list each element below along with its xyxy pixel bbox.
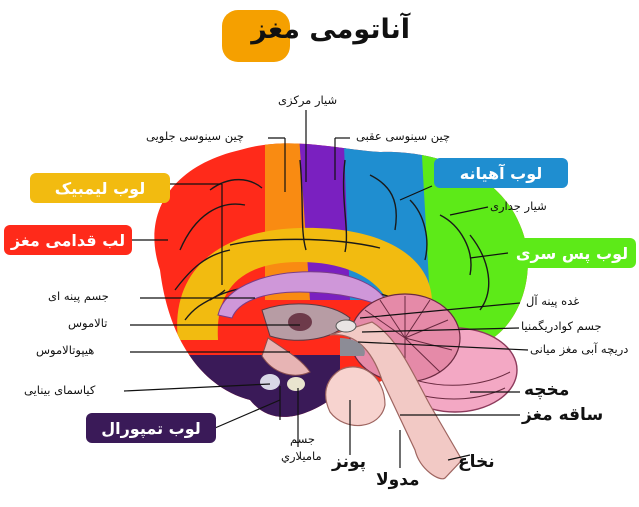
- page-title: آناتومی مغز: [251, 14, 410, 45]
- brainstem-shape: [329, 321, 463, 480]
- box-limbic: لوب لیمبیک: [30, 173, 170, 203]
- box-temporal: لوب تمپورال: [86, 413, 216, 443]
- box-occipital: لوب پس سری: [508, 238, 636, 268]
- box-frontal: لب قدامی مغز: [4, 225, 132, 255]
- label-central-sulcus: شیار مرکزی: [278, 93, 338, 107]
- optic-chiasm-shape: [260, 374, 280, 390]
- label-thalamus: تالاموس: [68, 316, 108, 330]
- label-mammillary-2: ماميلاري: [281, 449, 322, 463]
- title-area: آناتومی مغز: [0, 4, 639, 64]
- label-parietal-sulcus: شیار جداری: [490, 199, 547, 213]
- label-pineal: غده پینه آل: [526, 294, 580, 308]
- label-aqueduct: دریچه آبی مغز میانی: [530, 342, 629, 356]
- gyri-lines: [174, 159, 490, 321]
- box-parietal: لوب آهیانه: [434, 158, 568, 188]
- mammillary-body-shape: [287, 377, 305, 391]
- leader-lines: [123, 110, 529, 468]
- label-cingulate-posterior: چین سینوسی عقبی: [356, 129, 451, 143]
- title-highlight: [222, 10, 290, 62]
- label-optic-chiasm: کیاسمای بینایی: [24, 383, 96, 397]
- label-hypothalamus: هیپوتالاموس: [36, 343, 95, 357]
- label-medulla: مدولا: [376, 470, 420, 490]
- thalamus-nucleus: [288, 313, 312, 331]
- label-corpus-callosum: جسم پینه ای: [48, 289, 109, 303]
- label-spinal-cord: نخاع: [458, 452, 495, 472]
- label-pons: پونز: [332, 452, 366, 472]
- label-quadrigemina: جسم کوادریگمنیا: [521, 319, 602, 333]
- hypothalamus-shape: [261, 337, 311, 376]
- pineal-shape: [335, 319, 357, 333]
- label-mammillary-1: جسم: [290, 432, 316, 446]
- pons-shape: [325, 366, 386, 426]
- cerebellum-folia: [364, 296, 511, 400]
- label-cerebellum: مخچه: [524, 380, 570, 400]
- limbic-lobe: [177, 227, 432, 340]
- midbrain-shape: [340, 338, 365, 356]
- label-brainstem: ساقه مغز: [522, 405, 604, 425]
- label-cingulate-anterior: چین سینوسی جلویی: [146, 129, 245, 143]
